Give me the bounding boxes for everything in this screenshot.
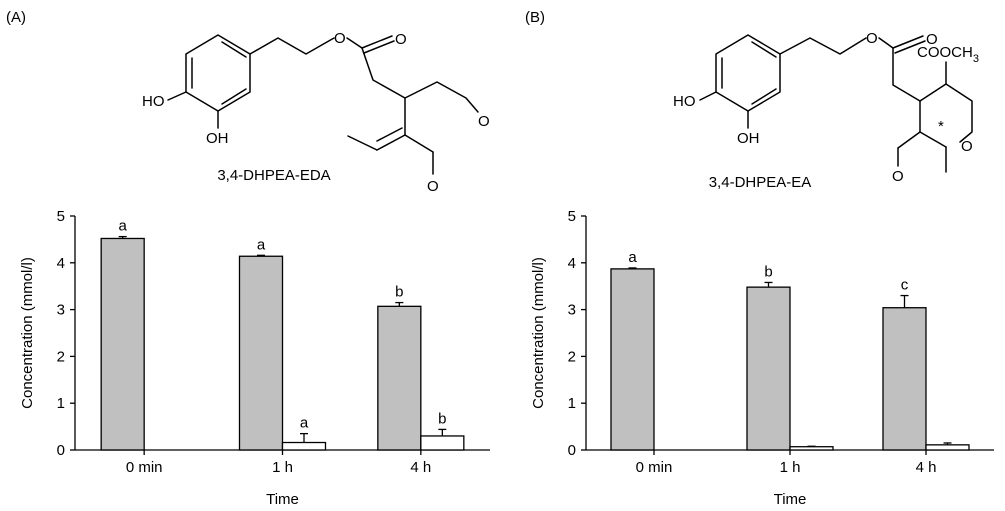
chart-a-x-tick-label: 4 h	[410, 459, 431, 476]
chart-b-bar-open	[925, 444, 970, 451]
panel-b-ring-o: O	[961, 138, 973, 155]
panel-b-molecule	[699, 34, 973, 173]
chart-b-x-tick-label: 1 h	[780, 459, 801, 476]
chart-a-x-tick-label: 0 min	[126, 459, 163, 476]
chart-a-y-tick-label: 2	[57, 348, 65, 365]
panel-b-carbonyl-o: O	[926, 31, 938, 48]
chart-a-bar-open	[281, 441, 327, 451]
panel-b-ester-subscript: 3	[973, 53, 979, 65]
chart-b-bar-filled	[882, 307, 927, 451]
chart-a-y-axis-title: Concentration (mmol/l)	[19, 257, 36, 409]
panel-b-oh: OH	[737, 130, 760, 147]
chart-a-y-tick-label: 3	[57, 302, 65, 319]
chart-b-significance-label: b	[764, 263, 772, 280]
panel-b-ester-o: O	[866, 30, 878, 47]
chart-a-x-axis-title: Time	[266, 491, 299, 508]
chart-b-bar-open	[789, 446, 834, 451]
panel-a-compound-name: 3,4-DHPEA-EDA	[217, 167, 330, 184]
chart-b-x-axis-title: Time	[774, 491, 807, 508]
chart-a-significance-label: a	[118, 218, 127, 235]
panel-a-aldehyde-o1: O	[478, 113, 490, 130]
chart-a-bar-filled	[377, 305, 422, 451]
chart-a-bar-filled	[238, 255, 284, 451]
panel-b-atom-labels: HO OH O O COOCH3 O O *	[673, 30, 979, 185]
panel-a-carbonyl-o: O	[395, 31, 407, 48]
panel-b-ester-group: COOCH3	[917, 44, 979, 65]
panel-a-ester-o: O	[334, 30, 346, 47]
chart-b-x-tick-label: 0 min	[636, 459, 673, 476]
chart-a-x-tick-label: 1 h	[272, 459, 293, 476]
panel-b-compound-name: 3,4-DHPEA-EA	[709, 174, 812, 191]
panel-b-ester-main: COOCH	[917, 44, 973, 61]
chart-a-bar-open	[420, 435, 465, 451]
panel-b-label: (B)	[525, 9, 545, 26]
chart-a-significance-label: a	[257, 236, 266, 253]
chart-b-significance-label: a	[628, 249, 637, 266]
chart-a-significance-label: b	[395, 284, 403, 301]
panel-b-structure: (B) HO	[525, 9, 979, 191]
panel-a-structure: (A)	[6, 9, 490, 195]
chart-a-significance-label: a	[300, 415, 309, 432]
chart-b-y-tick-label: 2	[568, 348, 576, 365]
chart-a-y-tick-label: 1	[57, 395, 65, 412]
panel-b-aldehyde-o: O	[892, 168, 904, 185]
chart-b-y-tick-label: 0	[568, 442, 576, 459]
panel-b-stereo-star: *	[938, 118, 944, 135]
chart-b-y-tick-label: 1	[568, 395, 576, 412]
panel-a-atom-labels: HO OH O O O O	[142, 30, 490, 195]
chart-b-y-tick-label: 3	[568, 302, 576, 319]
panel-b-ho: HO	[673, 93, 696, 110]
panel-a-oh: OH	[206, 130, 229, 147]
panel-a-label: (A)	[6, 9, 26, 26]
panel-a-ho: HO	[142, 93, 165, 110]
chart-b-y-tick-label: 5	[568, 208, 576, 225]
chart-b-bar-filled	[746, 286, 791, 451]
chart-a-y-tick-label: 5	[57, 208, 65, 225]
chart-a-significance-label: b	[438, 410, 446, 427]
chart-b-y-tick-label: 4	[568, 255, 576, 272]
panel-a-molecule	[167, 34, 479, 175]
chart-a-y-tick-label: 0	[57, 442, 65, 459]
chart-b-y-axis-title: Concentration (mmol/l)	[530, 257, 547, 409]
chart-b-bar-filled	[610, 268, 655, 451]
chart-b-significance-label: c	[901, 277, 909, 294]
chart-a-bar-filled	[100, 237, 145, 451]
chart-a-y-tick-label: 4	[57, 255, 65, 272]
chart-b-x-tick-label: 4 h	[916, 459, 937, 476]
panel-a-aldehyde-o2: O	[427, 178, 439, 195]
